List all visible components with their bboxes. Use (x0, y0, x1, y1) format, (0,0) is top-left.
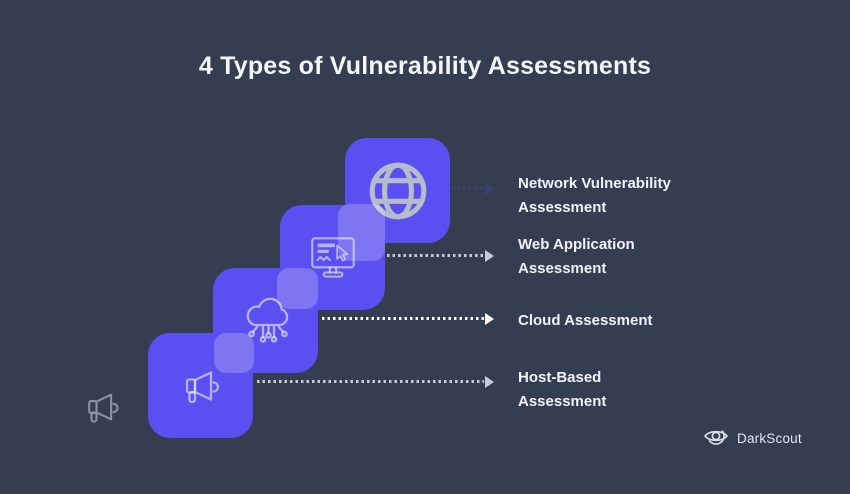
label-line: Host-Based (518, 369, 602, 386)
monitor-cursor-icon (304, 229, 362, 287)
label-line: Network Vulnerability (518, 175, 671, 192)
tile-network-vulnerability (345, 138, 450, 243)
label-line: Assessment (518, 393, 607, 410)
cloud-network-icon (237, 292, 295, 350)
label-line: Web Application (518, 236, 635, 253)
label-host-based: Host-Based Assessment (518, 366, 606, 414)
label-line: Assessment (518, 260, 607, 277)
arrow-right-icon (485, 249, 494, 262)
label-web-application: Web Application Assessment (518, 233, 635, 281)
eye-orbit-icon (703, 427, 729, 450)
label-network-vulnerability: Network Vulnerability Assessment (518, 172, 671, 220)
tile-overlap-highlight (338, 204, 385, 261)
globe-icon (365, 158, 431, 224)
megaphone-icon (178, 363, 224, 409)
tile-overlap-highlight (214, 333, 254, 373)
arrow-right-icon (485, 375, 494, 388)
label-line: Cloud Assessment (518, 312, 653, 329)
connector-web-application (387, 249, 494, 262)
brand-logo: DarkScout (703, 427, 802, 450)
arrow-right-icon (485, 312, 494, 325)
page-title: 4 Types of Vulnerability Assessments (198, 52, 652, 80)
tile-overlap-highlight (277, 268, 318, 309)
connector-cloud (322, 312, 494, 325)
arrow-right-icon (485, 182, 494, 195)
brand-name: DarkScout (737, 431, 802, 446)
label-cloud: Cloud Assessment (518, 309, 652, 333)
megaphone-icon (80, 386, 124, 433)
label-line: Assessment (518, 199, 607, 216)
connector-host-based (257, 375, 494, 388)
connector-network (452, 182, 494, 195)
